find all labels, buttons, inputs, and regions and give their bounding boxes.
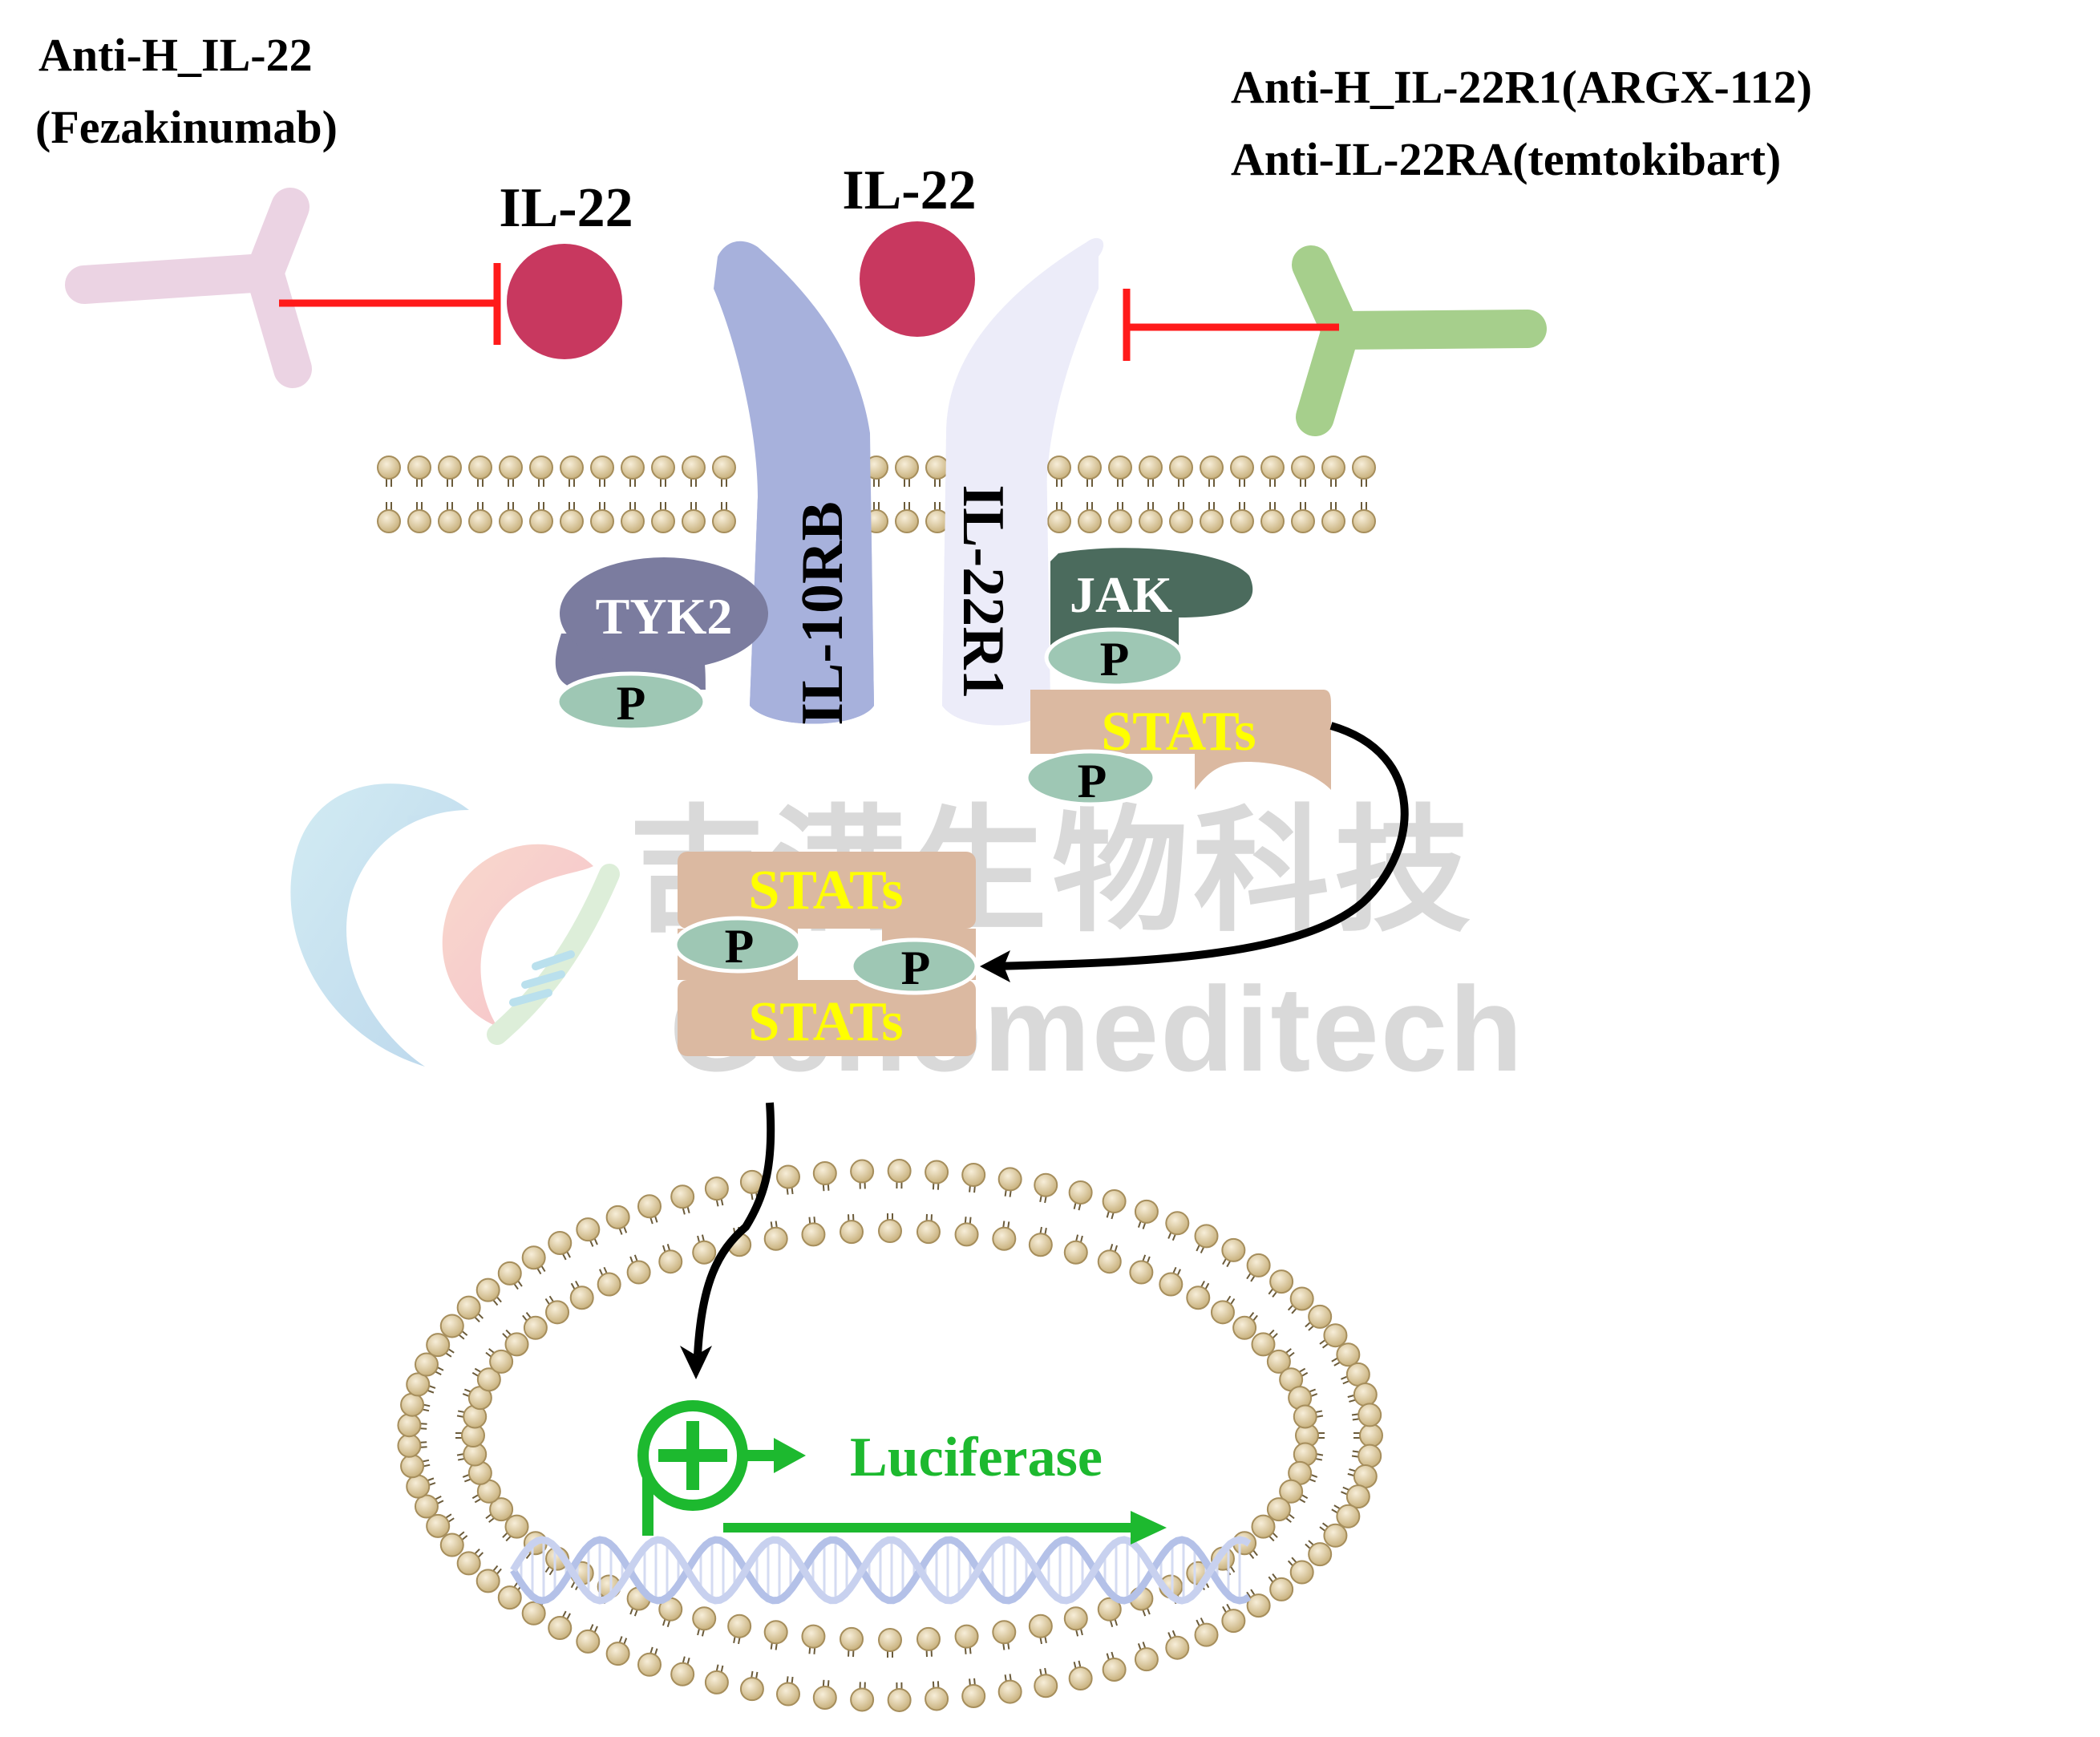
antibody-left-icon <box>65 188 312 388</box>
stats-dimer-top-label: STATs <box>748 860 903 921</box>
arrowhead-icon <box>680 1346 712 1379</box>
stats-dimer-icon: STATs STATs P P <box>673 852 979 1056</box>
ligand-left-icon <box>507 244 622 359</box>
stats-dimer-bottom-label: STATs <box>748 991 903 1053</box>
dna-helix-icon <box>510 1536 1252 1605</box>
stats-membrane-icon: STATs P <box>1024 690 1331 808</box>
inhibition-bar-right <box>1123 289 1339 361</box>
plasma-membrane-bilayer <box>377 456 1376 533</box>
right-antibody-name-1: Anti-H_IL-22R1(ARGX-112) <box>1231 61 1812 113</box>
promoter-plus-icon <box>637 1400 806 1536</box>
left-antibody-name: Anti-H_IL-22 <box>38 29 313 81</box>
jak-label: JAK <box>1070 566 1172 623</box>
phosphate-tyk2-icon <box>555 671 707 732</box>
phosphate-dimer-right-icon <box>849 937 979 995</box>
stats-membrane-label: STATs <box>1101 701 1256 763</box>
inhibition-bar-left <box>279 263 501 345</box>
kinase-jak-icon: JAK P <box>1044 548 1253 688</box>
ligand-center-icon <box>860 221 975 337</box>
nuclear-entry-arrow <box>694 1102 775 1356</box>
receptor-il22r1-body <box>942 449 1050 726</box>
kinase-tyk2-icon: TYK2 P <box>555 557 768 732</box>
reporter-label: Luciferase <box>850 1427 1103 1488</box>
watermark-logo-icon <box>290 783 620 1067</box>
phosphate-stats-icon <box>1024 749 1157 807</box>
receptor-left-label: IL-10RB <box>790 501 856 726</box>
arrowhead-icon <box>1131 1511 1167 1545</box>
ligand-center-label: IL-22 <box>842 160 976 221</box>
right-antibody-name-2: Anti-IL-22RA(temtokibart) <box>1231 133 1781 185</box>
translocation-arrow <box>993 722 1409 970</box>
phosphate-tyk2-label: P <box>617 677 646 730</box>
arrowhead-icon <box>980 950 1010 982</box>
phosphate-jak-icon <box>1044 627 1185 688</box>
phosphate-dimer-left-icon <box>673 916 803 974</box>
phosphate-jak-label: P <box>1100 633 1130 686</box>
receptor-right-label: IL-22R1 <box>950 484 1016 698</box>
phosphate-stats-label: P <box>1078 755 1107 808</box>
antibody-right-icon <box>1292 245 1547 436</box>
phosphate-dimer-left-label: P <box>725 920 755 973</box>
tyk2-label: TYK2 <box>596 588 733 645</box>
left-antibody-generic-name: (Fezakinumab) <box>35 101 338 153</box>
ligand-left-label: IL-22 <box>499 177 633 239</box>
phosphate-dimer-right-label: P <box>901 941 931 994</box>
receptor-il10rb-body <box>750 449 874 724</box>
